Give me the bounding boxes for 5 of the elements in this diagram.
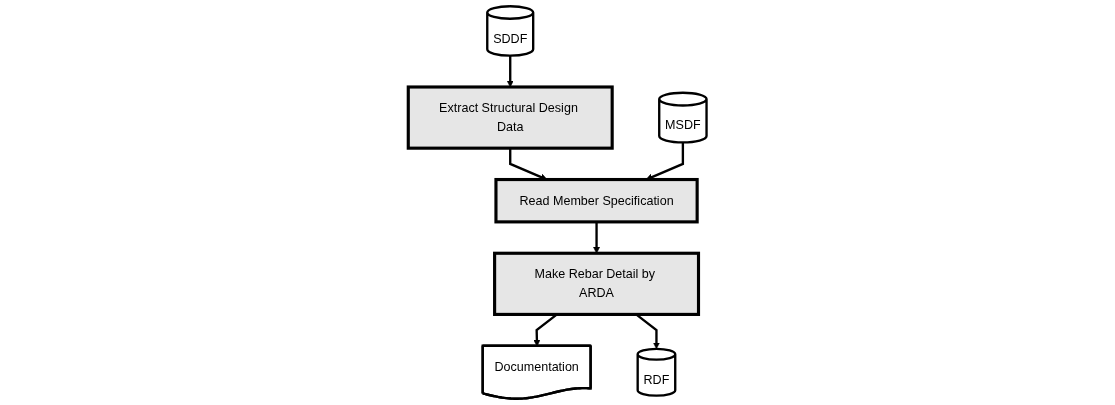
arrow [593,221,601,254]
node-box: Make Rebar Detail by ARDA [493,251,701,316]
arrow [506,55,514,88]
node-box: Read Member Specification [494,177,699,224]
node-box: Extract Structural Design Data [406,85,614,150]
